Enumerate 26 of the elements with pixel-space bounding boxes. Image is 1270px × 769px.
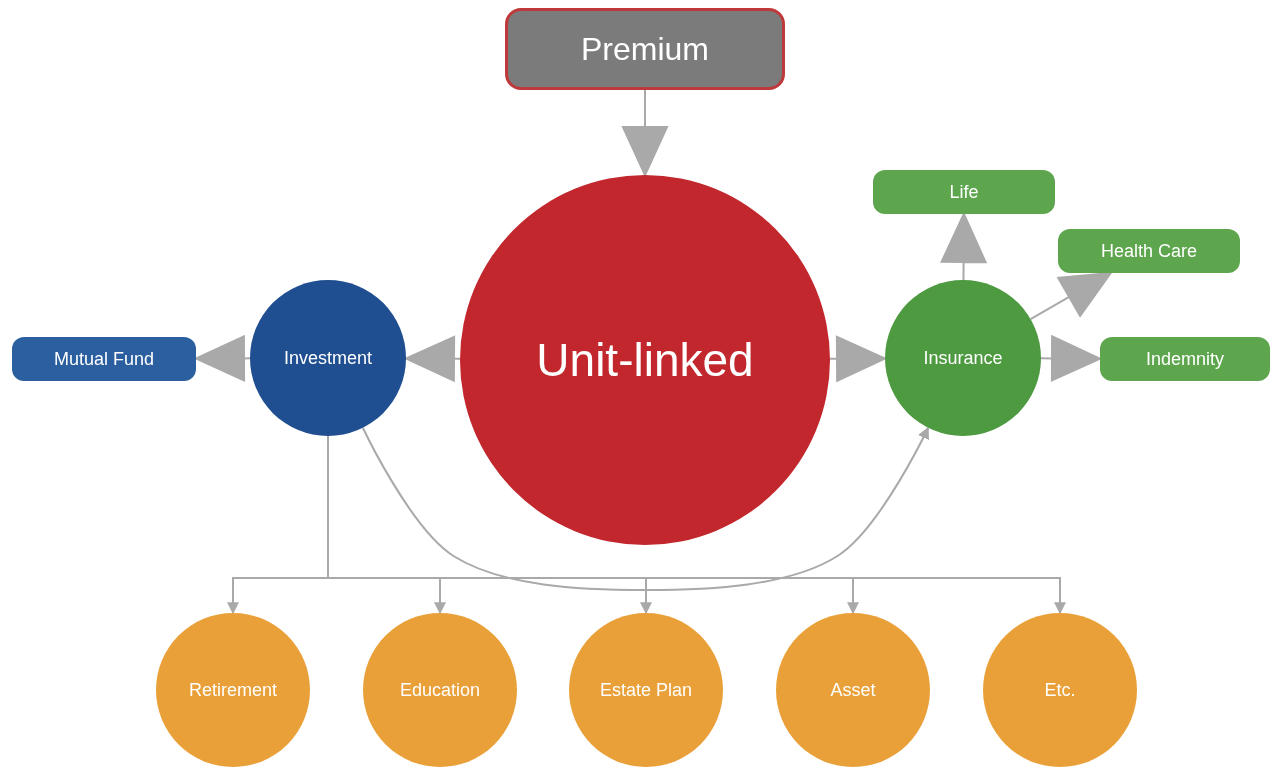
node-label: Mutual Fund xyxy=(53,348,155,370)
category-box xyxy=(1100,337,1270,381)
chevron-arrow xyxy=(829,335,888,382)
chevron-arrow xyxy=(1029,271,1113,321)
category-box xyxy=(12,337,196,381)
node-label: Life xyxy=(949,181,979,203)
chevron-arrow xyxy=(193,335,251,382)
node-label: Education xyxy=(399,679,481,701)
node-label: Etc. xyxy=(1044,679,1076,701)
node-label: Asset xyxy=(830,679,876,701)
node-label: Insurance xyxy=(923,347,1003,369)
node-label: Investment xyxy=(283,347,372,369)
node-label: Indemnity xyxy=(1145,348,1224,370)
category-box xyxy=(873,170,1055,214)
node-label: Unit-linked xyxy=(536,333,754,387)
chevron-arrow xyxy=(622,89,668,178)
node-label: Premium xyxy=(581,30,709,68)
chevron-arrow xyxy=(940,211,987,281)
node-label: Health Care xyxy=(1100,240,1197,262)
node-label: Estate Plan xyxy=(599,679,693,701)
curved-arrow xyxy=(361,426,930,591)
chevron-arrow xyxy=(1040,335,1103,382)
category-box xyxy=(1058,229,1240,273)
chevron-arrow xyxy=(403,335,461,382)
premium-box xyxy=(505,8,785,90)
node-label: Retirement xyxy=(189,679,277,701)
